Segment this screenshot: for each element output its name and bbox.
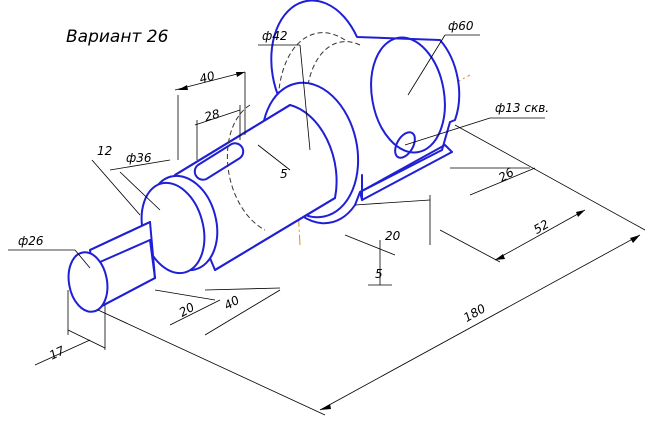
dim-d42: ф42 <box>262 29 288 43</box>
dim-flat-5: 5 <box>375 267 383 281</box>
dim-total-180: 180 <box>461 301 488 325</box>
dim-length-17: 17 <box>47 343 67 362</box>
dim-slot-width-5: 5 <box>280 167 288 181</box>
small-shaft <box>67 221 156 313</box>
dim-d26: ф26 <box>18 234 44 248</box>
dim-d60: ф60 <box>448 19 474 33</box>
dim-d36: ф36 <box>126 151 152 165</box>
dim-d13-hole: ф13 скв. <box>495 101 549 115</box>
dim-length-40-front: 40 <box>222 293 243 313</box>
variant-title: Вариант 26 <box>66 27 169 47</box>
dim-length-20-front: 20 <box>177 300 198 320</box>
dim-length-52: 52 <box>531 217 551 237</box>
dim-slot-28: 28 <box>203 107 222 125</box>
dimension-lines <box>8 34 646 416</box>
dim-flat-20: 20 <box>385 229 401 243</box>
dim-length-12: 12 <box>97 144 112 158</box>
dim-length-26: 26 <box>496 165 517 185</box>
dim-length-40-top: 40 <box>198 69 217 87</box>
collar-cylinder <box>140 174 219 275</box>
